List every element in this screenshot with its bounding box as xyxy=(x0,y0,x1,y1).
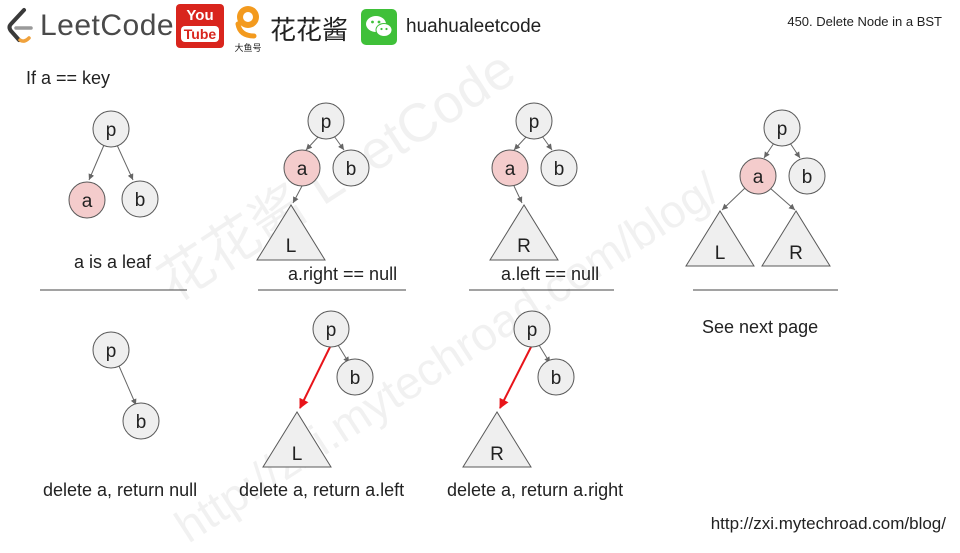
wechat-handle: huahualeetcode xyxy=(406,16,542,37)
edge-p-a xyxy=(513,135,528,151)
node-p xyxy=(515,102,553,140)
subtree-R xyxy=(462,411,532,468)
node-p-label: p xyxy=(529,112,540,133)
edge-p-b xyxy=(541,135,553,151)
node-b xyxy=(336,358,374,396)
node-a-label: a xyxy=(505,159,516,180)
node-b-label: b xyxy=(136,412,147,433)
subtree-L-label: L xyxy=(292,444,303,465)
edge-p-b xyxy=(333,135,345,151)
caption-result-right: delete a, return a.right xyxy=(447,480,624,500)
node-p xyxy=(307,102,345,140)
node-p-label: p xyxy=(527,320,538,341)
case-left-null-tree: R p a b xyxy=(489,102,578,261)
node-p-label: p xyxy=(321,112,332,133)
douyu-label: 大鱼号 xyxy=(234,43,262,53)
node-b xyxy=(122,402,160,440)
leetcode-icon xyxy=(7,8,33,43)
result-leaf-tree: p b xyxy=(92,331,160,440)
channel-name-cn: 花花酱 xyxy=(270,15,349,45)
node-b xyxy=(121,180,159,218)
subtree-R-label: R xyxy=(789,243,803,264)
leetcode-logo: LeetCode xyxy=(6,4,174,48)
case-two-children-tree: L R p a b xyxy=(685,109,831,267)
node-b xyxy=(332,149,370,187)
node-p xyxy=(312,310,350,348)
leetcode-logo-text: LeetCode xyxy=(40,9,175,42)
edge-p-b xyxy=(789,142,801,159)
node-a xyxy=(283,149,321,187)
edge-p-a xyxy=(763,142,775,159)
caption-case-left-null: a.left == null xyxy=(501,264,600,284)
node-b-label: b xyxy=(346,159,357,180)
case-right-null-tree: L p a b xyxy=(256,102,370,261)
node-a-label: a xyxy=(297,159,308,180)
douyu-icon xyxy=(235,6,259,39)
node-p-label: p xyxy=(777,119,788,140)
wechat-icon xyxy=(366,16,393,37)
edge-p-a xyxy=(305,135,320,151)
subtree-R-label: R xyxy=(490,444,504,465)
footer-url: http://zxi.mytechroad.com/blog/ xyxy=(710,514,946,533)
subtree-L xyxy=(262,411,332,468)
node-p xyxy=(92,110,130,148)
edge-a-L xyxy=(721,187,746,211)
result-left-null-tree: R p b xyxy=(462,310,575,468)
node-a xyxy=(68,181,106,219)
node-a-label: a xyxy=(753,167,764,188)
edge-a-L xyxy=(292,185,303,204)
subtree-L xyxy=(256,204,326,261)
subtree-L-label: L xyxy=(286,236,297,257)
caption-result-left: delete a, return a.left xyxy=(239,480,405,500)
node-p xyxy=(92,331,130,369)
youtube-you-text: You xyxy=(186,7,214,24)
subtree-L-label: L xyxy=(715,243,726,264)
subtree-R xyxy=(489,204,559,261)
caption-case-leaf: a is a leaf xyxy=(74,252,152,272)
node-b-label: b xyxy=(350,368,361,389)
node-b-label: b xyxy=(135,190,146,211)
bst-deletion-diagram: p a b L p a b R p a b xyxy=(40,102,838,468)
edge-p-b xyxy=(118,365,137,406)
edge-p-b xyxy=(116,144,134,181)
caption-result-null: delete a, return null xyxy=(43,480,198,500)
node-a xyxy=(739,157,777,195)
node-p xyxy=(763,109,801,147)
node-a-label: a xyxy=(82,191,93,212)
subtree-R-label: R xyxy=(517,236,531,257)
node-a xyxy=(491,149,529,187)
youtube-logo: You Tube xyxy=(176,4,224,48)
node-b-label: b xyxy=(802,167,813,188)
youtube-tube-text: Tube xyxy=(180,26,220,42)
edge-p-L-highlight xyxy=(299,346,331,409)
edge-p-b xyxy=(337,344,350,364)
slide-title: 450. Delete Node in a BST xyxy=(787,14,942,29)
caption-case-right-null: a.right == null xyxy=(288,264,398,284)
node-b xyxy=(788,157,826,195)
node-p xyxy=(513,310,551,348)
wechat-logo xyxy=(361,9,397,45)
result-right-null-tree: L p b xyxy=(262,310,374,468)
node-b-label: b xyxy=(554,159,565,180)
case-leaf-tree: p a b xyxy=(68,110,159,219)
condition-label: If a == key xyxy=(26,68,111,88)
node-p-label: p xyxy=(106,341,117,362)
edge-p-b xyxy=(538,344,551,364)
edge-a-R xyxy=(513,185,523,204)
caption-see-next-page: See next page xyxy=(702,317,819,337)
edge-p-R-highlight xyxy=(499,346,532,409)
node-b-label: b xyxy=(551,368,562,389)
subtree-R xyxy=(761,210,831,267)
edge-a-R xyxy=(769,187,796,211)
subtree-L xyxy=(685,210,755,267)
node-p-label: p xyxy=(106,120,117,141)
edge-p-a xyxy=(88,144,105,181)
node-b xyxy=(540,149,578,187)
node-b xyxy=(537,358,575,396)
node-p-label: p xyxy=(326,320,337,341)
douyu-logo: 大鱼号 xyxy=(230,2,266,53)
